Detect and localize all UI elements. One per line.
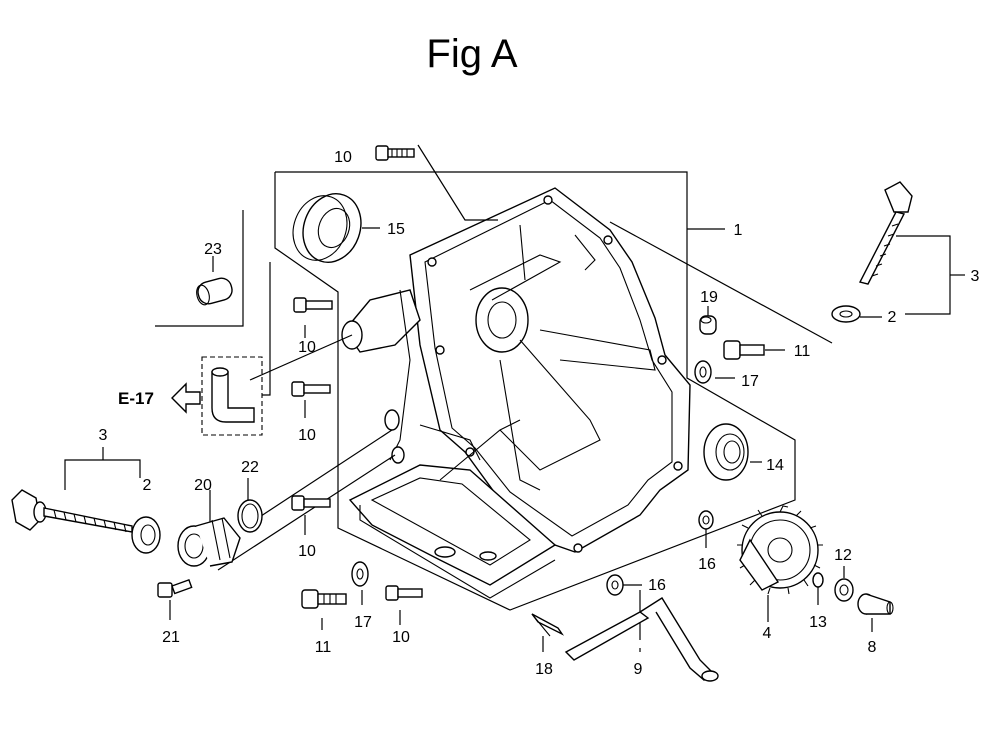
washer-bottom [351, 561, 369, 587]
callout-9: 9 [634, 661, 643, 678]
governor-shaft [857, 593, 894, 615]
callout-20: 20 [194, 477, 212, 494]
governor-arm [564, 597, 719, 682]
callout-11-bottom: 11 [315, 639, 332, 656]
flange-bolt-right [723, 340, 765, 360]
washer-16-bottom [606, 574, 624, 596]
bolt-left-3 [291, 495, 331, 511]
washer-12 [834, 578, 854, 602]
oil-filler-neck [177, 517, 241, 567]
washer-left [131, 516, 161, 554]
washer-13 [812, 572, 824, 588]
bolt-left-1 [293, 297, 333, 313]
callout-11-right: 11 [794, 343, 811, 360]
callout-1: 1 [734, 222, 743, 239]
bolt-left-2 [291, 381, 331, 397]
assembly-boundary [274, 171, 796, 611]
oil-dipstick-left [11, 489, 133, 533]
breather-hose-box [201, 356, 263, 436]
callout-10-bottom: 10 [392, 629, 410, 646]
retaining-clip [531, 613, 565, 637]
callout-22: 22 [241, 459, 259, 476]
callout-2-right: 2 [888, 309, 897, 326]
callout-18: 18 [535, 661, 553, 678]
washer-right-17 [694, 360, 712, 384]
bolt-top [375, 145, 415, 161]
callout-14: 14 [766, 457, 784, 474]
reference-arrow: E-17 [118, 382, 201, 414]
ball-bearing [703, 423, 749, 481]
callout-10-left-3: 10 [298, 543, 316, 560]
o-ring [237, 499, 263, 533]
callout-23: 23 [204, 241, 222, 258]
callout-13: 13 [809, 614, 827, 631]
callout-3-left: 3 [99, 427, 108, 444]
bolt-21 [157, 578, 193, 598]
callout-15: 15 [387, 221, 405, 238]
callout-2-left: 2 [143, 477, 152, 494]
callout-19: 19 [700, 289, 718, 306]
crankcase-cover [341, 187, 691, 599]
flange-bolt-bottom [301, 589, 347, 609]
cap [196, 277, 233, 306]
callout-21: 21 [162, 629, 180, 646]
reference-label: E-17 [118, 389, 154, 408]
callout-3-right: 3 [971, 268, 980, 285]
oil-seal [292, 193, 362, 263]
callout-10-left-2: 10 [298, 427, 316, 444]
callout-8: 8 [868, 639, 877, 656]
washer-16-right [698, 510, 714, 530]
callout-17-right: 17 [741, 373, 759, 390]
callout-10-left-1: 10 [298, 339, 316, 356]
callout-labels: 10 1 15 23 3 2 19 10 11 17 10 3 14 22 2 … [99, 149, 980, 678]
figure-title: Fig A [426, 32, 517, 76]
leader-lines [64, 144, 965, 652]
governor-gear [737, 505, 823, 595]
callout-10-top: 10 [334, 149, 352, 166]
callout-16-right: 16 [698, 556, 716, 573]
dowel-pin [699, 315, 717, 335]
callout-17-bottom: 17 [354, 614, 372, 631]
oil-dipstick-right [858, 181, 913, 285]
callout-16-bottom: 16 [648, 577, 666, 594]
callout-4: 4 [763, 625, 772, 642]
bolt-bottom [385, 585, 423, 601]
washer-right [831, 305, 861, 323]
callout-12: 12 [834, 547, 852, 564]
